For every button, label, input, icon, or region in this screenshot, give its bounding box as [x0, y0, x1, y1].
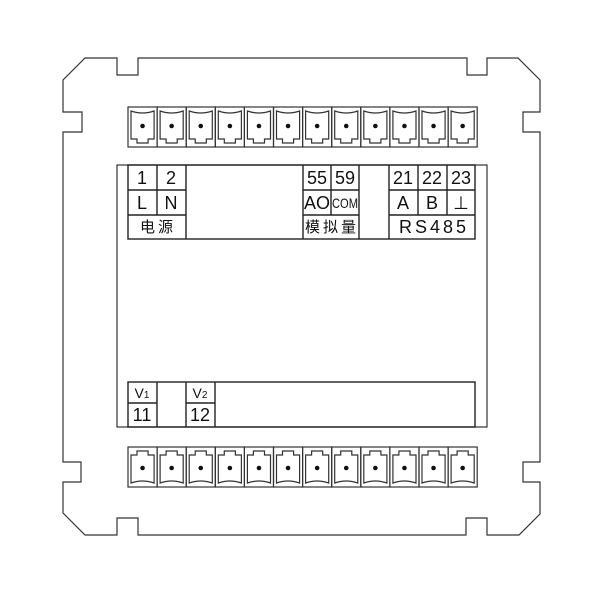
terminal-screw [127, 446, 158, 488]
screw-dot-icon [343, 123, 349, 129]
v2-label: V2 [193, 385, 208, 401]
terminal-screw [302, 106, 333, 148]
screw-dot-icon [460, 465, 465, 471]
screw-dot-icon [169, 123, 174, 129]
screw-dot-icon [198, 465, 204, 471]
terminal-screw [389, 106, 420, 148]
terminal-number: 55 [307, 168, 327, 188]
screw-dot-icon [169, 465, 174, 471]
terminal-screw [447, 446, 478, 488]
screw-dot-icon [431, 465, 436, 471]
group-label: 电源 [140, 218, 176, 236]
terminal-number: 12 [190, 405, 210, 425]
terminal-screw [214, 446, 246, 488]
screw-dot-icon [140, 465, 145, 471]
terminal-screw [185, 106, 216, 148]
screw-dot-icon [402, 465, 407, 471]
voltage-group: V1 11 V2 12 [133, 385, 210, 425]
screw-dot-icon [373, 465, 378, 471]
ground-symbol: ⊥ [453, 193, 469, 213]
terminal-screw [360, 106, 391, 148]
terminal-screw [360, 446, 391, 488]
terminal-screw [331, 446, 362, 488]
group-label: 模拟量 [305, 218, 359, 236]
terminal-number: 59 [335, 168, 355, 188]
top-label-table [127, 164, 476, 240]
bottom-terminal-block [127, 446, 478, 488]
screw-dot-icon [227, 465, 233, 471]
terminal-screw [272, 106, 304, 148]
terminal-screw [243, 446, 275, 488]
terminal-screw [243, 106, 275, 148]
terminal-number: 1 [137, 168, 147, 188]
signal-label: L [137, 193, 147, 213]
screw-dot-icon [373, 123, 378, 129]
screw-dot-icon [256, 465, 262, 471]
device-outline [62, 57, 541, 536]
signal-label: AO [304, 193, 330, 213]
analog-group: 55 59 AO COM 模拟量 [304, 168, 359, 236]
top-terminal-block [127, 106, 478, 148]
signal-label: A [397, 193, 409, 213]
terminal-number: 21 [393, 168, 413, 188]
terminal-screw [156, 106, 187, 148]
screw-dot-icon [431, 123, 436, 129]
terminal-screw [127, 106, 158, 148]
terminal-screw [418, 446, 449, 488]
terminal-number: 2 [166, 168, 176, 188]
terminal-screw [389, 446, 420, 488]
terminal-screw [272, 446, 304, 488]
terminal-screw [156, 446, 187, 488]
signal-label: COM [332, 195, 358, 211]
screw-dot-icon [285, 123, 291, 129]
v1-label: V1 [135, 385, 150, 401]
terminal-number: 23 [451, 168, 471, 188]
group-label: RS485 [399, 217, 469, 237]
terminal-screw [185, 446, 216, 488]
signal-label: N [165, 193, 178, 213]
screw-dot-icon [460, 123, 465, 129]
screw-dot-icon [402, 123, 407, 129]
screw-dot-icon [256, 123, 262, 129]
terminal-screw [302, 446, 333, 488]
screw-dot-icon [343, 465, 349, 471]
signal-label: B [426, 193, 438, 213]
screw-dot-icon [314, 465, 320, 471]
screw-dot-icon [140, 123, 145, 129]
terminal-screw [447, 106, 478, 148]
rs485-group: 21 22 23 A B ⊥ RS485 [393, 168, 471, 237]
screw-dot-icon [285, 465, 291, 471]
power-group: 1 2 L N 电源 [137, 168, 178, 236]
bottom-label-table [127, 381, 476, 428]
screw-dot-icon [314, 123, 320, 129]
terminal-screw [418, 106, 449, 148]
terminal-number: 11 [133, 405, 152, 425]
screw-dot-icon [198, 123, 204, 129]
screw-dot-icon [227, 123, 233, 129]
terminal-screw [214, 106, 246, 148]
terminal-number: 22 [422, 168, 442, 188]
terminal-screw [331, 106, 362, 148]
